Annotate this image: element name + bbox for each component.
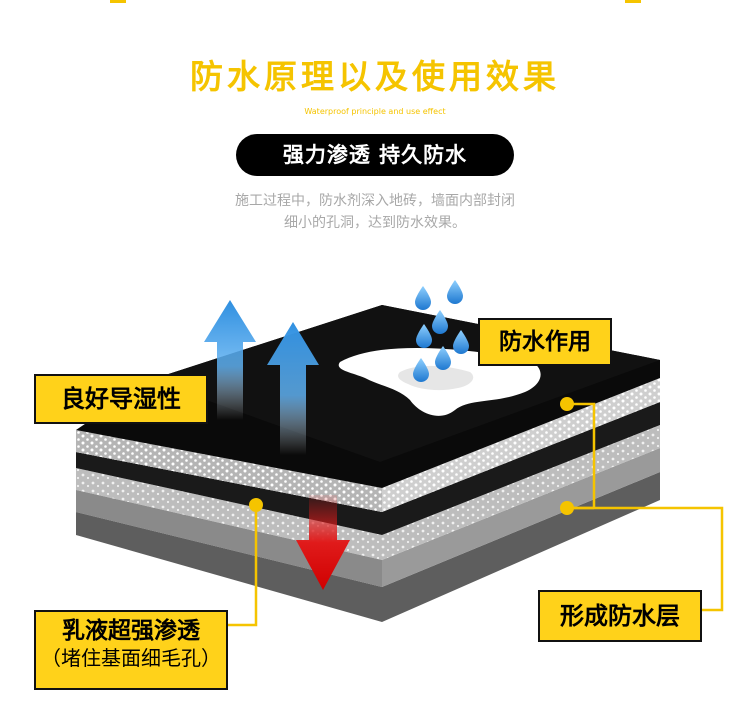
arrow-up-icon — [267, 322, 319, 455]
callout-moisture-conductivity: 良好导湿性 — [34, 374, 208, 424]
top-accent-bar — [0, 0, 750, 6]
callout-leaders — [224, 402, 724, 627]
callout-waterproof-effect: 防水作用 — [478, 318, 612, 366]
accent-stub — [625, 0, 641, 3]
callout-emulsion-title: 乳液超强渗透 — [62, 618, 200, 644]
page-title: 防水原理以及使用效果 — [190, 57, 560, 96]
arrow-down-icon — [296, 495, 350, 590]
callout-emulsion-note: （堵住基面细毛孔） — [41, 646, 221, 670]
dark-band — [76, 402, 660, 535]
porous-layer-lower — [76, 425, 660, 560]
slogan-badge: 强力渗透 持久防水 — [236, 134, 514, 176]
callout-emulsion-penetration: 乳液超强渗透 （堵住基面细毛孔） — [34, 610, 228, 690]
porous-layer-upper — [76, 378, 660, 512]
description-line-1: 施工过程中，防水剂深入地砖，墙面内部封闭 — [235, 193, 515, 209]
accent-stub — [110, 0, 126, 3]
description-line-2: 细小的孔洞，达到防水效果。 — [284, 215, 466, 231]
water-drop-icon — [413, 280, 469, 382]
page-subtitle: Waterproof principle and use effect — [304, 107, 446, 116]
callout-forms-waterproof-layer: 形成防水层 — [538, 590, 702, 642]
callout-dots — [249, 397, 574, 515]
base-layer — [76, 448, 660, 622]
arrow-up-icon — [204, 300, 256, 420]
